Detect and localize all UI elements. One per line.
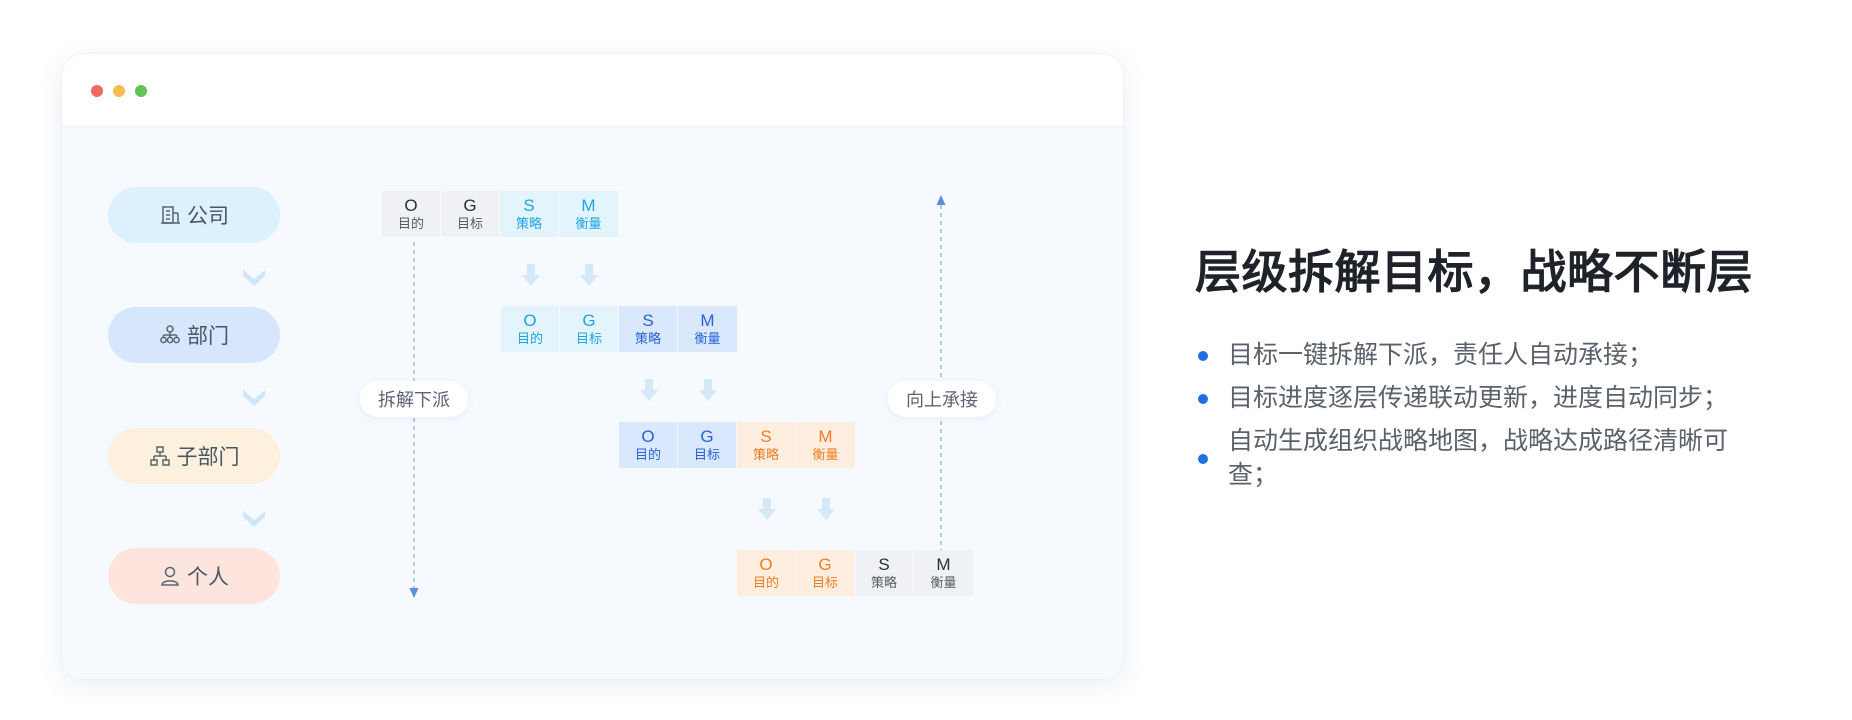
cell-label: 衡量 (812, 447, 839, 462)
arrow-down-icon (817, 498, 835, 520)
list-item: 目标进度逐层传递联动更新，进度自动同步； (1198, 381, 1758, 415)
breakdown-tag: 拆解下派 (360, 381, 468, 417)
window-titlebar (62, 54, 1123, 127)
cell-letter: S (878, 555, 890, 574)
level-person: 个人 (108, 548, 280, 604)
level-label: 子部门 (176, 446, 240, 469)
inherit-arrow (936, 195, 946, 551)
chevron-down-icon (243, 270, 265, 286)
list-item: 目标一键拆解下派，责任人自动承接； (1198, 338, 1758, 372)
cell-letter: G (463, 196, 477, 215)
cell-letter: S (642, 311, 654, 330)
minimize-dot[interactable] (113, 85, 125, 97)
arrow-down-icon (758, 498, 776, 520)
inherit-tag-label: 向上承接 (906, 390, 978, 410)
cell-letter: G (582, 311, 596, 330)
cell-label: 衡量 (575, 216, 602, 231)
arrow-down-icon (640, 379, 658, 401)
level-department: 部门 (108, 307, 280, 363)
bullet-icon (1198, 454, 1208, 464)
level-label: 部门 (187, 325, 229, 348)
bullet-icon (1198, 394, 1208, 404)
cell-letter: O (523, 311, 537, 330)
list-item-text: 自动生成组织战略地图，战略达成路径清晰可查； (1228, 427, 1729, 489)
cell-label: 目的 (516, 331, 543, 346)
cell-letter: G (700, 427, 714, 446)
building-icon (159, 204, 181, 226)
cell-label: 策略 (752, 447, 779, 462)
cell-label: 目标 (811, 575, 838, 590)
cell-letter: O (641, 427, 655, 446)
cell-label: 策略 (870, 575, 897, 590)
sub-org-icon (149, 445, 171, 467)
cell-label: 目标 (575, 331, 602, 346)
maximize-dot[interactable] (135, 85, 147, 97)
cell-label: 目的 (397, 216, 424, 231)
inherit-tag: 向上承接 (888, 381, 996, 417)
feature-list: 目标一键拆解下派，责任人自动承接； 目标进度逐层传递联动更新，进度自动同步； 自… (1198, 338, 1758, 501)
arrow-down-icon (580, 264, 598, 286)
cell-letter: M (936, 555, 951, 574)
bullet-icon (1198, 351, 1208, 361)
cell-label: 衡量 (694, 331, 721, 346)
cell-label: 策略 (634, 331, 661, 346)
level-label: 公司 (187, 205, 229, 228)
chevron-down-icon (243, 511, 265, 527)
cell-label: 目标 (693, 447, 720, 462)
cell-label: 目的 (634, 447, 661, 462)
arrow-down-icon (699, 379, 717, 401)
list-item-text: 目标进度逐层传递联动更新，进度自动同步； (1228, 384, 1729, 412)
cell-letter: S (760, 427, 772, 446)
level-label: 个人 (187, 566, 229, 589)
cell-letter: O (759, 555, 773, 574)
level-sub-department: 子部门 (108, 428, 280, 484)
cell-label: 目的 (752, 575, 779, 590)
cell-letter: G (818, 555, 832, 574)
breakdown-tag-label: 拆解下派 (378, 390, 450, 410)
cell-letter: M (581, 196, 596, 215)
person-icon (159, 565, 181, 587)
chevron-down-icon (243, 390, 265, 406)
section-heading: 层级拆解目标，战略不断层 (1195, 246, 1753, 298)
org-chart-icon (159, 324, 181, 346)
arrow-down-icon (522, 264, 540, 286)
cell-letter: S (523, 196, 535, 215)
cell-letter: M (818, 427, 833, 446)
cell-letter: M (700, 311, 715, 330)
cell-label: 衡量 (930, 575, 957, 590)
list-item: 自动生成组织战略地图，战略达成路径清晰可查； (1198, 424, 1758, 492)
cell-label: 目标 (456, 216, 483, 231)
cell-letter: O (404, 196, 418, 215)
breakdown-arrow (409, 242, 419, 598)
cell-label: 策略 (515, 216, 542, 231)
level-company: 公司 (108, 187, 280, 243)
close-dot[interactable] (91, 85, 103, 97)
list-item-text: 目标一键拆解下派，责任人自动承接； (1228, 341, 1654, 369)
